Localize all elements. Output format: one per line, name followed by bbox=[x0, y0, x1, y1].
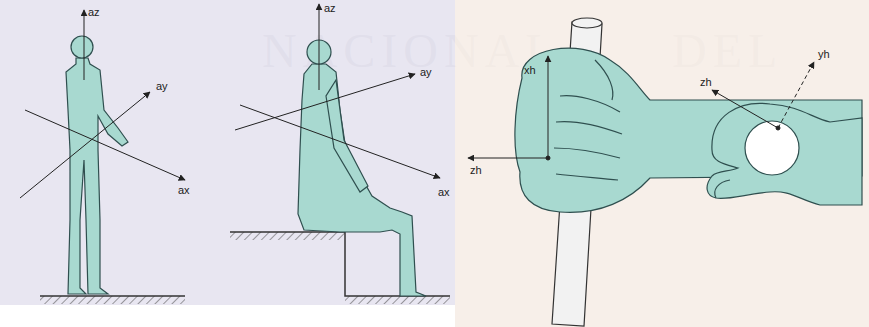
floor-hatch bbox=[40, 296, 185, 304]
panel-bg bbox=[0, 0, 455, 305]
axis-lines bbox=[235, 4, 440, 178]
axis-label: yh bbox=[818, 48, 830, 60]
axis-lines bbox=[468, 56, 550, 160]
axis-label: ay bbox=[156, 80, 168, 92]
fist bbox=[515, 48, 862, 212]
bench-line bbox=[230, 232, 450, 296]
panel-bg bbox=[455, 0, 869, 327]
standing-person bbox=[66, 36, 128, 294]
axis-label: zh bbox=[700, 76, 712, 88]
axis-label: az bbox=[88, 6, 100, 18]
axis-label: zh bbox=[470, 164, 482, 176]
axis-lines bbox=[20, 10, 185, 198]
hand-end-view bbox=[707, 103, 862, 205]
bench-hatch bbox=[230, 232, 345, 240]
axis-label: ay bbox=[420, 66, 432, 78]
axis-label: xh bbox=[524, 64, 536, 76]
axis-label: ax bbox=[178, 184, 190, 196]
floor-hatch bbox=[345, 296, 450, 304]
axis-label: ax bbox=[438, 186, 450, 198]
axis-lines bbox=[712, 62, 814, 130]
seated-person bbox=[298, 40, 426, 296]
axis-label: az bbox=[324, 2, 336, 14]
floor-line bbox=[40, 295, 185, 297]
